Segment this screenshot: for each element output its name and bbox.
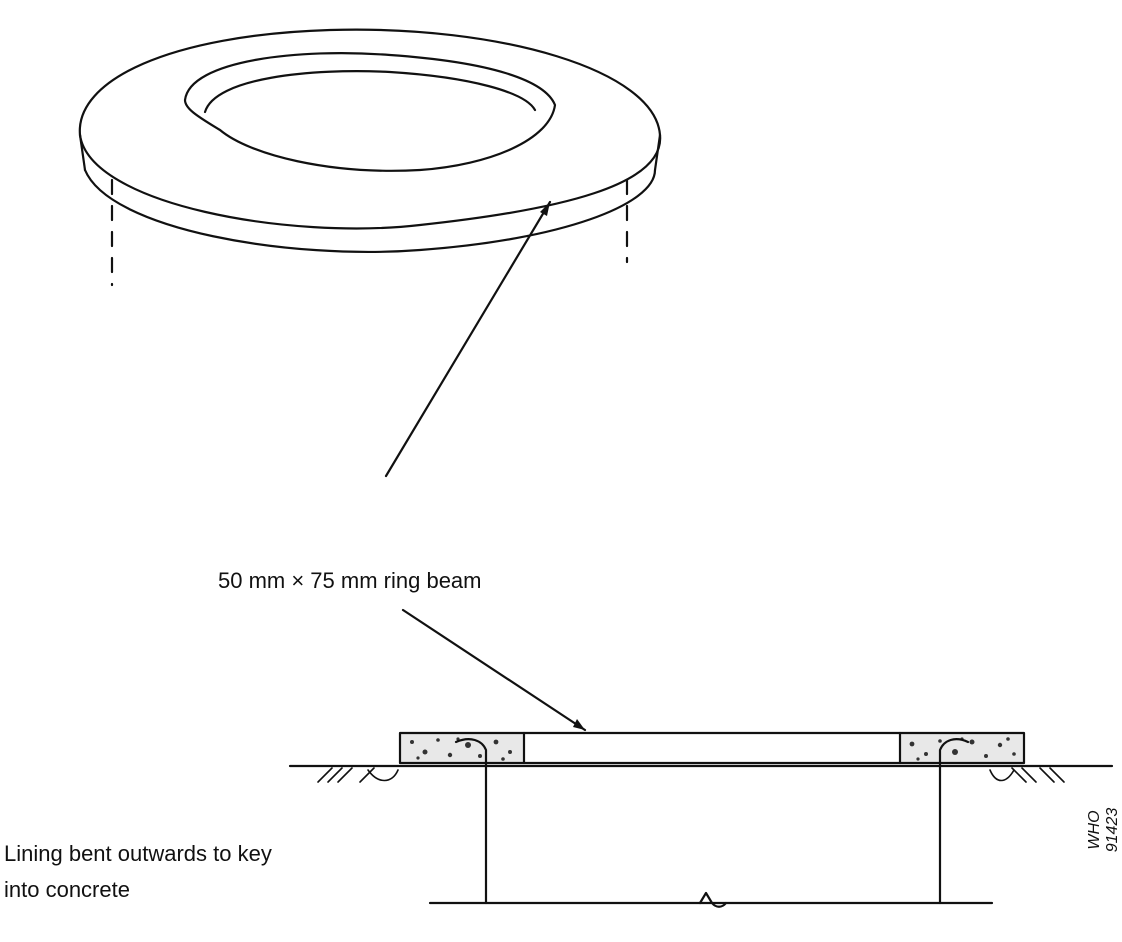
- ring-inner-opening: [183, 52, 557, 172]
- ring-outer-bottom-front: [78, 133, 662, 230]
- ground-hatching-right: [989, 767, 1065, 783]
- lining-right: [938, 738, 970, 905]
- arrowhead-upper: [540, 202, 550, 216]
- arrowhead-lower: [573, 719, 585, 730]
- lining-callout-line-1: Lining bent outwards to key: [4, 841, 272, 866]
- ring-side-left: [78, 133, 87, 172]
- ring-side-right: [653, 133, 662, 172]
- ring-beam-callout: 50 mm × 75 mm ring beam: [218, 568, 482, 593]
- lining-left: [454, 738, 488, 905]
- ground-hatching-left: [317, 767, 399, 783]
- ring-beam-section: [288, 731, 1114, 908]
- base-mark: [698, 891, 728, 908]
- ring-inner-step: [203, 70, 537, 114]
- lining-callout-line-2: into concrete: [4, 877, 130, 902]
- ring-lower-edge: [83, 168, 657, 253]
- leader-lines: [384, 200, 587, 732]
- ring-beam-perspective: [78, 28, 662, 253]
- reference-code: WHO 91423: [1086, 807, 1121, 853]
- concrete-texture: [410, 737, 1016, 761]
- lining-callout: Lining bent outwards to key into concret…: [4, 836, 272, 908]
- ring-outer-top: [78, 28, 662, 137]
- guide-dashes: [110, 178, 629, 287]
